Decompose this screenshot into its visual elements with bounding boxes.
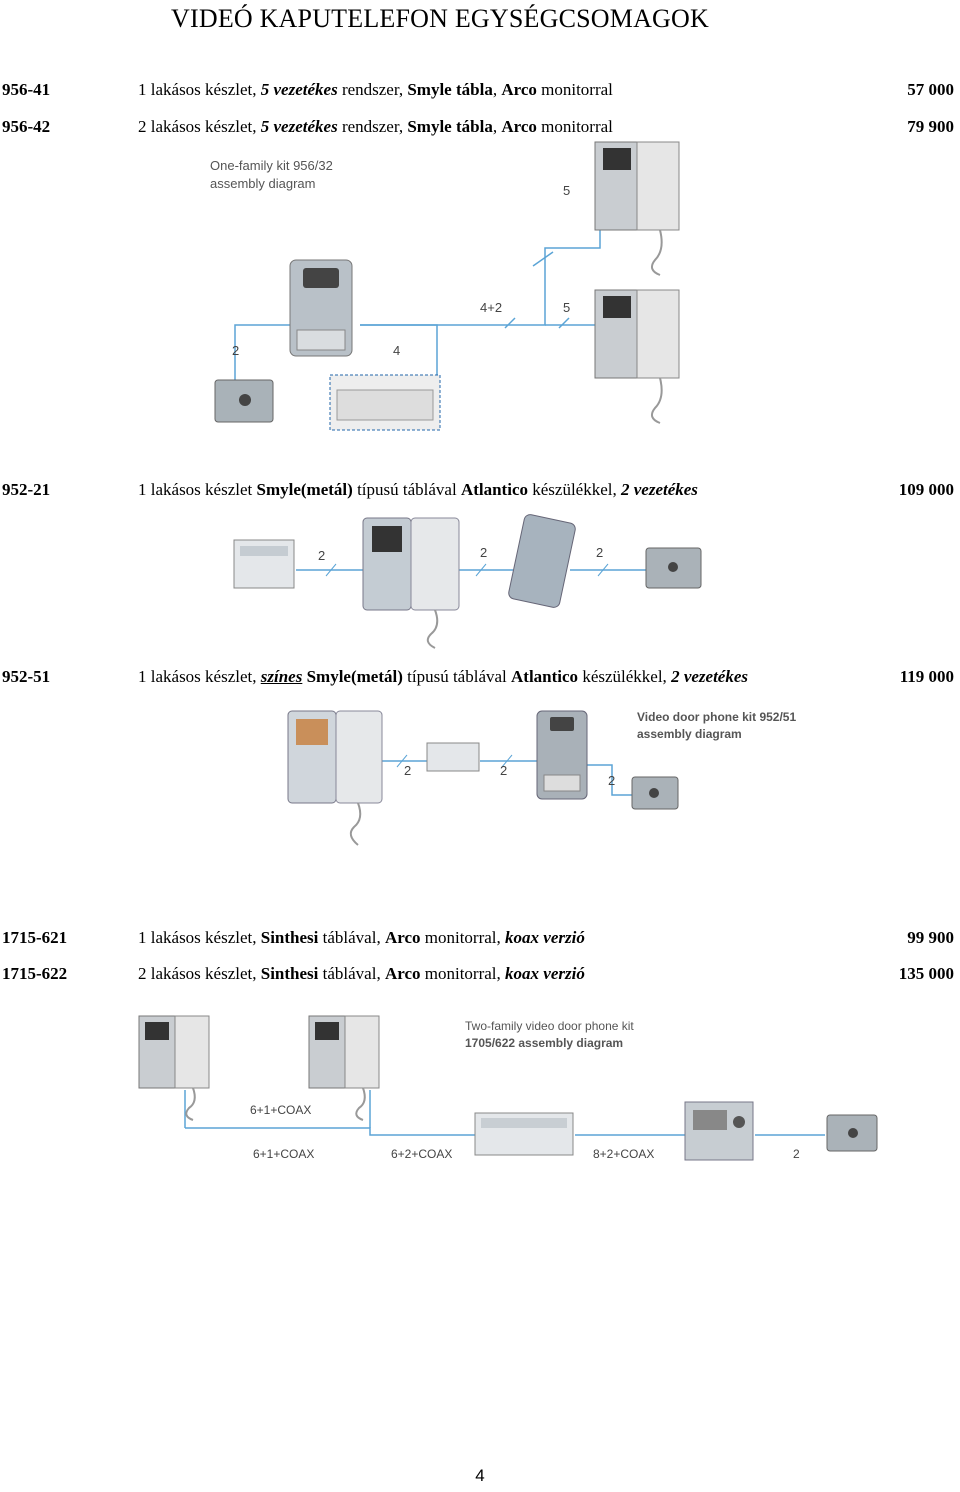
product-price: 119 000 bbox=[899, 667, 954, 686]
svg-text:2: 2 bbox=[596, 545, 603, 560]
product-price: 57 000 bbox=[907, 80, 954, 99]
diagram-caption: assembly diagram bbox=[637, 727, 742, 741]
svg-text:8+2+COAX: 8+2+COAX bbox=[593, 1147, 654, 1161]
product-row: 1715-621 1 lakásos készlet, Sinthesi táb… bbox=[0, 928, 960, 950]
assembly-diagram-956-32: One-family kit 956/32 assembly diagram 5… bbox=[205, 140, 695, 435]
svg-text:2: 2 bbox=[793, 1147, 800, 1161]
svg-text:4: 4 bbox=[393, 343, 400, 358]
power-supply-icon bbox=[233, 539, 295, 589]
assembly-diagram-1705-622: Two-family video door phone kit 1705/622… bbox=[135, 1010, 885, 1170]
video-monitor-icon bbox=[287, 710, 383, 846]
product-code: 952-21 bbox=[2, 480, 51, 499]
diagram-caption: Two-family video door phone kit bbox=[465, 1019, 634, 1033]
product-code: 1715-622 bbox=[2, 964, 68, 983]
product-row: 1715-622 2 lakásos készlet, Sinthesi táb… bbox=[0, 964, 960, 986]
svg-text:5: 5 bbox=[563, 183, 570, 198]
power-supply-icon bbox=[474, 1112, 574, 1156]
product-code: 956-41 bbox=[2, 80, 51, 99]
door-panel-icon bbox=[289, 259, 353, 357]
product-row: 952-21 1 lakásos készlet Smyle(metál) tí… bbox=[0, 480, 960, 502]
door-panel-icon bbox=[508, 514, 576, 608]
svg-text:6+2+COAX: 6+2+COAX bbox=[391, 1147, 452, 1161]
product-code: 952-51 bbox=[2, 667, 51, 686]
product-price: 135 000 bbox=[898, 964, 954, 983]
product-description: 1 lakásos készlet, 5 vezetékes rendszer,… bbox=[138, 80, 613, 99]
product-price: 109 000 bbox=[898, 480, 954, 499]
video-monitor-icon bbox=[138, 1015, 210, 1121]
page-title: VIDEÓ KAPUTELEFON EGYSÉGCSOMAGOK bbox=[171, 4, 709, 33]
door-panel-icon bbox=[684, 1101, 754, 1161]
svg-text:2: 2 bbox=[480, 545, 487, 560]
diagram-caption: One-family kit 956/32 bbox=[210, 158, 333, 173]
video-monitor-icon bbox=[308, 1015, 380, 1121]
product-price: 79 900 bbox=[907, 117, 954, 136]
assembly-diagram-952-51: Video door phone kit 952/51 assembly dia… bbox=[282, 705, 822, 855]
video-monitor-icon bbox=[594, 141, 680, 276]
power-supply-icon bbox=[329, 374, 441, 431]
door-lock-icon bbox=[631, 776, 679, 810]
door-lock-icon bbox=[826, 1114, 878, 1152]
assembly-diagram-952-21: 2 2 2 bbox=[228, 512, 708, 652]
product-code: 1715-621 bbox=[2, 928, 68, 947]
product-row: 956-41 1 lakásos készlet, 5 vezetékes re… bbox=[0, 80, 960, 102]
svg-text:2: 2 bbox=[318, 548, 325, 563]
product-code: 956-42 bbox=[2, 117, 51, 136]
product-description: 2 lakásos készlet, 5 vezetékes rendszer,… bbox=[138, 117, 613, 136]
svg-text:6+1+COAX: 6+1+COAX bbox=[250, 1103, 311, 1117]
svg-text:2: 2 bbox=[500, 763, 507, 778]
svg-text:6+1+COAX: 6+1+COAX bbox=[253, 1147, 314, 1161]
door-panel-icon bbox=[536, 710, 588, 800]
door-lock-icon bbox=[645, 547, 702, 589]
svg-text:2: 2 bbox=[232, 343, 239, 358]
diagram-caption: Video door phone kit 952/51 bbox=[637, 710, 796, 724]
svg-text:2: 2 bbox=[608, 773, 615, 788]
diagram-caption: 1705/622 assembly diagram bbox=[465, 1036, 623, 1050]
product-description: 1 lakásos készlet, színes Smyle(metál) t… bbox=[138, 667, 748, 686]
product-description: 1 lakásos készlet Smyle(metál) típusú tá… bbox=[138, 480, 698, 499]
video-monitor-icon bbox=[594, 289, 680, 424]
product-row: 952-51 1 lakásos készlet, színes Smyle(m… bbox=[0, 667, 960, 689]
product-price: 99 900 bbox=[907, 928, 954, 947]
svg-text:2: 2 bbox=[404, 763, 411, 778]
video-monitor-icon bbox=[362, 517, 460, 649]
diagram-caption: assembly diagram bbox=[210, 176, 316, 191]
svg-text:4+2: 4+2 bbox=[480, 300, 502, 315]
product-description: 1 lakásos készlet, Sinthesi táblával, Ar… bbox=[138, 928, 585, 947]
product-description: 2 lakásos készlet, Sinthesi táblával, Ar… bbox=[138, 964, 585, 983]
page-number: 4 bbox=[475, 1466, 485, 1485]
door-lock-icon bbox=[214, 379, 274, 423]
svg-text:5: 5 bbox=[563, 300, 570, 315]
product-row: 956-42 2 lakásos készlet, 5 vezetékes re… bbox=[0, 117, 960, 139]
power-supply-icon bbox=[426, 742, 480, 772]
